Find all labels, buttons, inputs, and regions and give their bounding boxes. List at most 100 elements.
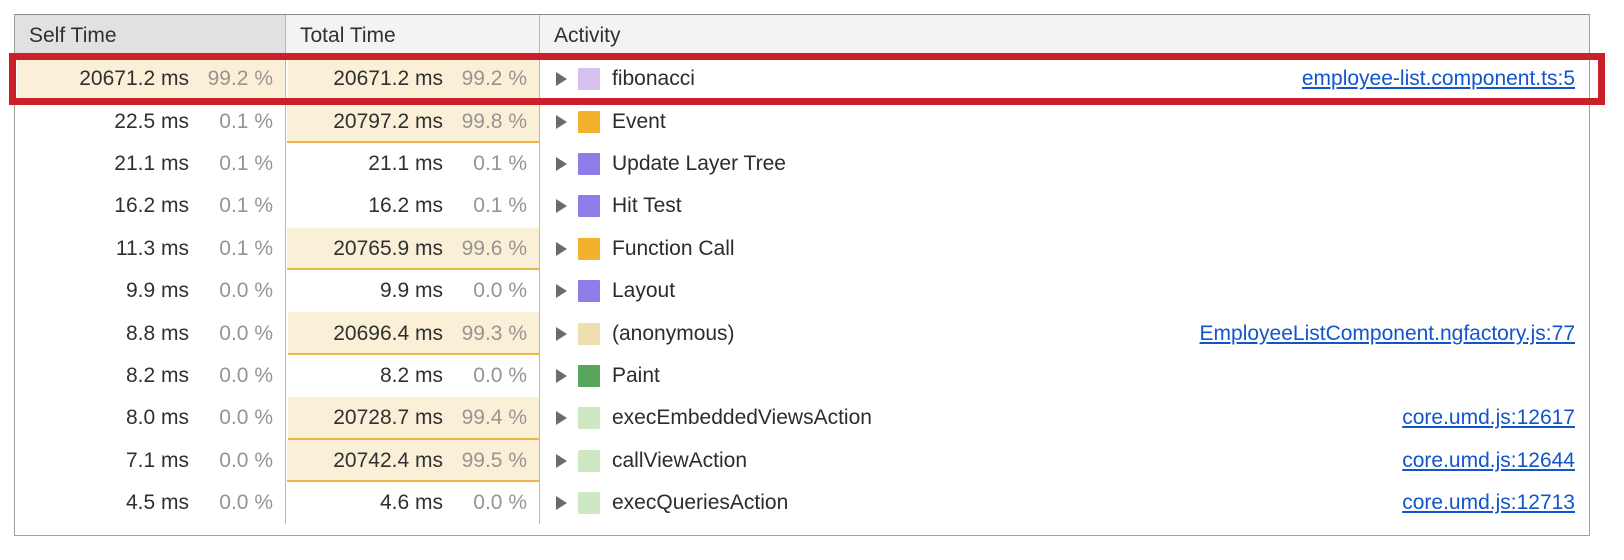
activity-cell: Function Call bbox=[540, 228, 1589, 270]
source-location-link[interactable]: employee-list.component.ts:5 bbox=[1301, 67, 1575, 91]
activity-cell: Event bbox=[540, 100, 1589, 142]
total-time-value: 16.2 ms bbox=[368, 194, 443, 218]
activity-color-swatch-icon bbox=[578, 492, 600, 515]
total-time-percent: 0.1 % bbox=[473, 151, 527, 175]
total-time-percent: 0.0 % bbox=[473, 279, 527, 303]
activity-cell: callViewAction core.umd.js:12644 bbox=[540, 440, 1589, 482]
total-time-percent: 99.2 % bbox=[461, 67, 527, 91]
expand-triangle-icon[interactable] bbox=[552, 112, 572, 132]
expand-triangle-icon[interactable] bbox=[552, 239, 572, 259]
expand-triangle-icon[interactable] bbox=[552, 69, 572, 89]
value-group: 20765.9 ms 99.6 % bbox=[333, 237, 539, 261]
activity-name: Paint bbox=[612, 363, 660, 387]
self-time-percent: 99.2 % bbox=[207, 67, 273, 91]
total-time-value: 8.2 ms bbox=[379, 363, 443, 387]
source-location-link[interactable]: core.umd.js:12617 bbox=[1402, 406, 1575, 430]
total-time-value: 20797.2 ms bbox=[333, 109, 443, 133]
source-location-link[interactable]: EmployeeListComponent.ngfactory.js:77 bbox=[1199, 321, 1575, 345]
total-time-cell: 16.2 ms 0.1 % bbox=[286, 185, 540, 228]
self-time-cell: 4.5 ms 0.0 % bbox=[15, 481, 286, 525]
total-time-value: 20765.9 ms bbox=[333, 236, 443, 260]
performance-bottom-up-tree[interactable]: Self Time Total Time Activity 20671.2 ms… bbox=[14, 14, 1590, 536]
total-time-percent: 0.1 % bbox=[473, 194, 527, 218]
expand-triangle-icon[interactable] bbox=[552, 408, 572, 428]
column-header-self-time[interactable]: Self Time bbox=[15, 15, 286, 57]
self-time-percent: 0.0 % bbox=[219, 491, 273, 515]
value-group: 4.5 ms 0.0 % bbox=[126, 491, 285, 515]
self-time-percent: 0.1 % bbox=[219, 194, 273, 218]
activity-name: Hit Test bbox=[612, 194, 682, 218]
total-time-cell: 9.9 ms 0.0 % bbox=[286, 269, 540, 313]
activity-color-swatch-icon bbox=[578, 322, 600, 345]
activity-color-swatch-icon bbox=[578, 364, 600, 387]
activity-cell: Layout bbox=[540, 270, 1589, 312]
activity-name: fibonacci bbox=[612, 67, 695, 91]
self-time-value: 9.9 ms bbox=[125, 279, 189, 303]
expand-triangle-icon[interactable] bbox=[552, 451, 572, 471]
activity-name: Function Call bbox=[612, 236, 735, 260]
activity-name: Layout bbox=[612, 279, 676, 303]
expand-triangle-icon[interactable] bbox=[552, 324, 572, 344]
total-time-percent: 0.0 % bbox=[473, 491, 527, 515]
value-group: 16.2 ms 0.1 % bbox=[368, 194, 539, 218]
total-time-value: 20742.4 ms bbox=[333, 448, 443, 472]
total-time-percent: 99.6 % bbox=[461, 236, 527, 260]
source-location-link[interactable]: core.umd.js:12644 bbox=[1402, 448, 1575, 472]
column-header-total-time-label: Total Time bbox=[300, 24, 396, 47]
column-header-activity[interactable]: Activity bbox=[540, 15, 1589, 57]
self-time-value: 4.5 ms bbox=[125, 491, 189, 515]
expand-triangle-icon[interactable] bbox=[552, 154, 572, 174]
column-header-total-time[interactable]: Total Time bbox=[286, 15, 540, 57]
expand-triangle-icon[interactable] bbox=[552, 281, 572, 301]
total-time-value: 4.6 ms bbox=[379, 491, 443, 515]
expand-triangle-icon[interactable] bbox=[552, 196, 572, 216]
activity-name: callViewAction bbox=[612, 448, 748, 472]
self-time-percent: 0.1 % bbox=[219, 236, 273, 260]
self-time-percent: 0.0 % bbox=[219, 321, 273, 345]
source-location-link[interactable]: core.umd.js:12713 bbox=[1402, 491, 1575, 515]
self-time-value: 7.1 ms bbox=[125, 448, 189, 472]
total-time-value: 9.9 ms bbox=[379, 279, 443, 303]
activity-name: execEmbeddedViewsAction bbox=[612, 406, 872, 430]
activity-name: Event bbox=[612, 109, 666, 133]
total-time-percent: 99.4 % bbox=[461, 406, 527, 430]
expand-triangle-icon[interactable] bbox=[552, 493, 572, 513]
total-time-percent: 99.5 % bbox=[461, 448, 527, 472]
expand-triangle-icon[interactable] bbox=[552, 366, 572, 386]
